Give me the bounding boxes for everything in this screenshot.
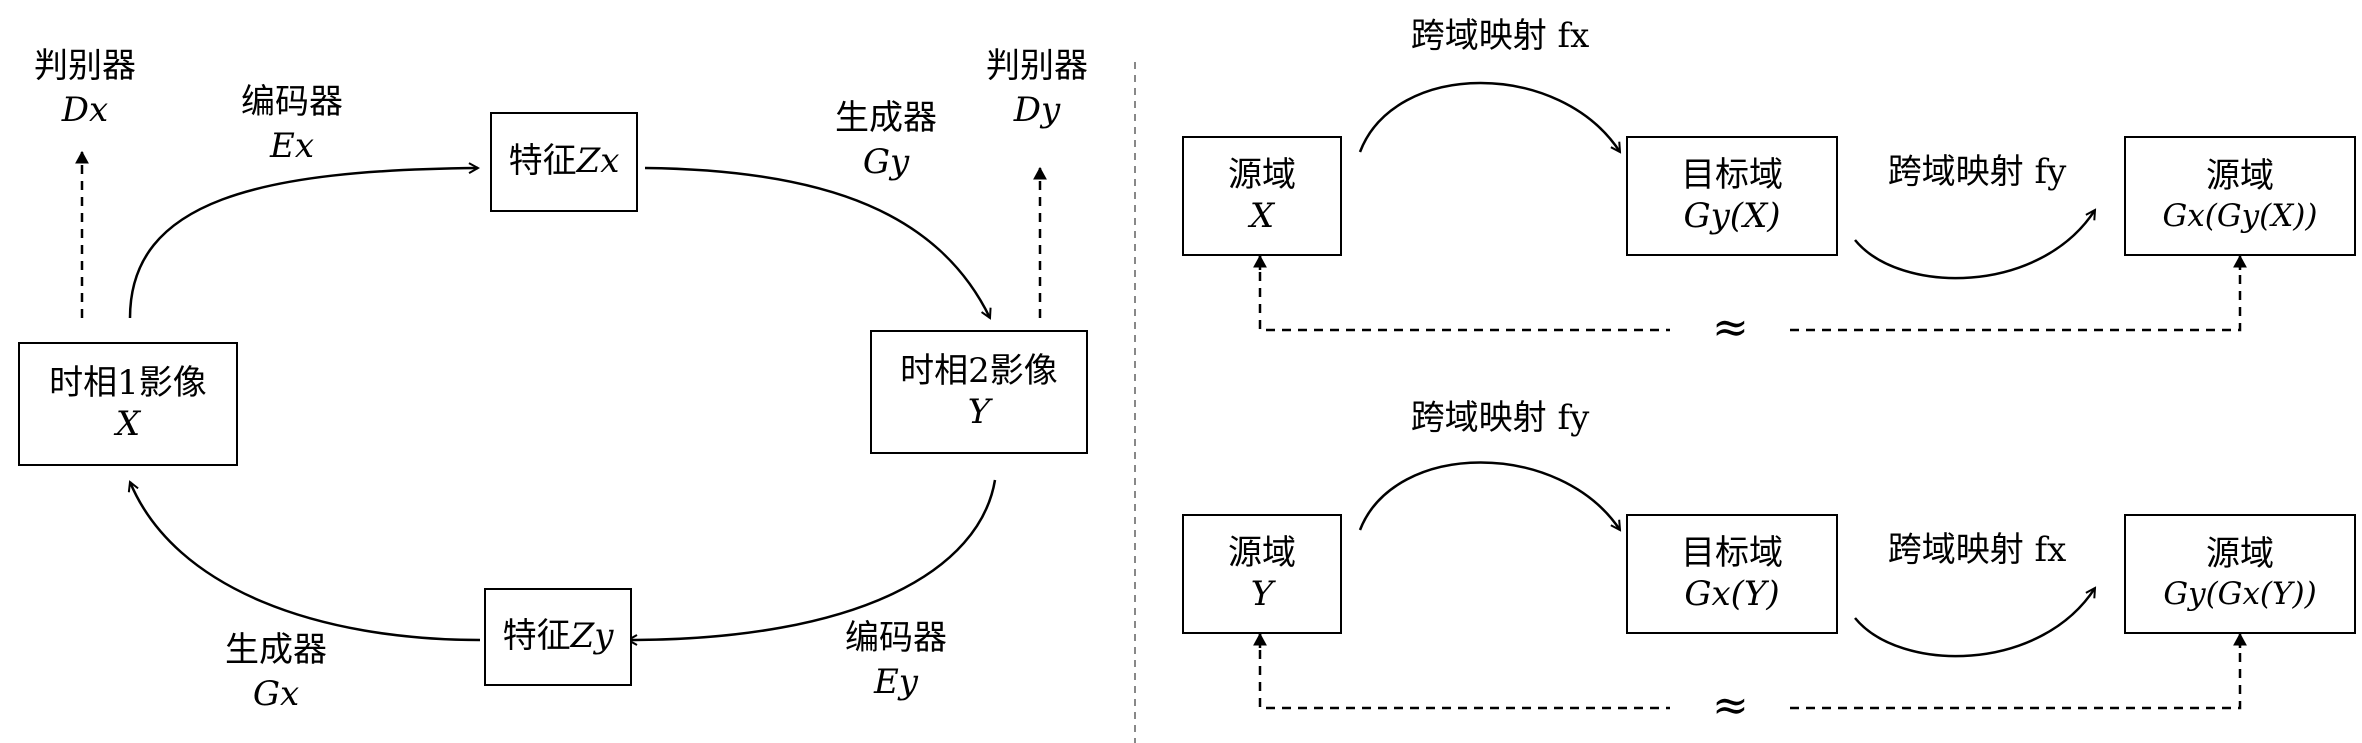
dashed-cycle-top (1258, 256, 2242, 332)
box-time2-title: 时相2影像 (900, 350, 1058, 391)
generator-gx-label: 生成器 Gx (206, 628, 346, 716)
enc-ex-name: 编码器 (241, 82, 343, 122)
generator-gy-label: 生成器 Gy (816, 96, 956, 184)
bottom-target-box: 目标域 Gx(Y) (1626, 514, 1838, 634)
top-mapping-label: 跨域映射 fx (1410, 16, 1590, 56)
gen-gx-sym: Gx (252, 674, 300, 715)
bottom-target-var: Gx(Y) (1684, 574, 1780, 614)
bottom-dest-title: 源域 (2206, 534, 2274, 575)
disc-dy-sym: Dy (1013, 90, 1061, 131)
discriminator-dy-label: 判别器 Dy (972, 44, 1102, 132)
disc-dy-name: 判别器 (986, 46, 1088, 86)
arrow-zx-to-t2 (644, 166, 990, 318)
discriminator-dx-label: 判别器 Dx (20, 44, 150, 132)
disc-dx-sym: Dx (61, 90, 109, 131)
bottom-dest-var: Gy(Gx(Y)) (2163, 575, 2317, 612)
arrow-t2-to-zy (628, 479, 997, 640)
top-dest-title: 源域 (2206, 156, 2274, 197)
arc-top-src-to-mid (1358, 81, 1620, 152)
gen-gy-name: 生成器 (835, 98, 937, 138)
bottom-mapping-label: 跨域映射 fy (1410, 398, 1590, 438)
bottom-target-title: 目标域 (1681, 532, 1783, 573)
arrow-t1-to-zx (128, 168, 478, 319)
box-time1-var: X (115, 404, 141, 444)
top-source-box: 源域 X (1182, 136, 1342, 256)
arc-bot-mid-to-dst (1854, 588, 2095, 658)
enc-ey-sym: Ey (873, 662, 919, 703)
top-source-var: X (1249, 196, 1275, 236)
box-time1-title: 时相1影像 (49, 362, 207, 403)
bottom-approx-symbol: ≈ (1712, 680, 1749, 731)
top-target-var: Gy(X) (1683, 196, 1781, 236)
feature-zx-var: Zx (576, 141, 620, 182)
top-dest-box: 源域 Gx(Gy(X)) (2124, 136, 2356, 256)
feature-zy-var: Zy (570, 616, 614, 657)
bottom-source-box: 源域 Y (1182, 514, 1342, 634)
top-target-box: 目标域 Gy(X) (1626, 136, 1838, 256)
feature-zx-title: 特征 (508, 141, 577, 182)
feature-zy-title: 特征 (502, 616, 571, 657)
top-source-title: 源域 (1228, 154, 1296, 195)
bottom-mid-mapping-label: 跨域映射 fx (1887, 530, 2067, 570)
arrow-zy-to-t1 (130, 482, 481, 642)
encoder-ey-label: 编码器 Ey (826, 616, 966, 704)
box-time2-image: 时相2影像 Y (870, 330, 1088, 454)
bottom-source-title: 源域 (1228, 532, 1296, 573)
top-target-title: 目标域 (1681, 154, 1783, 195)
top-approx-symbol: ≈ (1712, 302, 1749, 353)
top-dest-var: Gx(Gy(X)) (2162, 197, 2318, 234)
dashed-cycle-bottom (1258, 634, 2242, 710)
gen-gx-name: 生成器 (225, 630, 327, 670)
arc-bot-src-to-mid (1358, 461, 1620, 531)
encoder-ex-label: 编码器 Ex (222, 80, 362, 168)
disc-dx-name: 判别器 (34, 46, 136, 86)
gen-gy-sym: Gy (862, 142, 910, 183)
box-time1-image: 时相1影像 X (18, 342, 238, 466)
enc-ex-sym: Ex (270, 126, 314, 167)
bottom-source-var: Y (1250, 574, 1274, 614)
arc-top-mid-to-dst (1854, 210, 2095, 280)
box-time2-var: Y (967, 392, 991, 432)
bottom-dest-box: 源域 Gy(Gx(Y)) (2124, 514, 2356, 634)
top-mid-mapping-label: 跨域映射 fy (1887, 152, 2067, 192)
enc-ey-name: 编码器 (845, 618, 947, 658)
